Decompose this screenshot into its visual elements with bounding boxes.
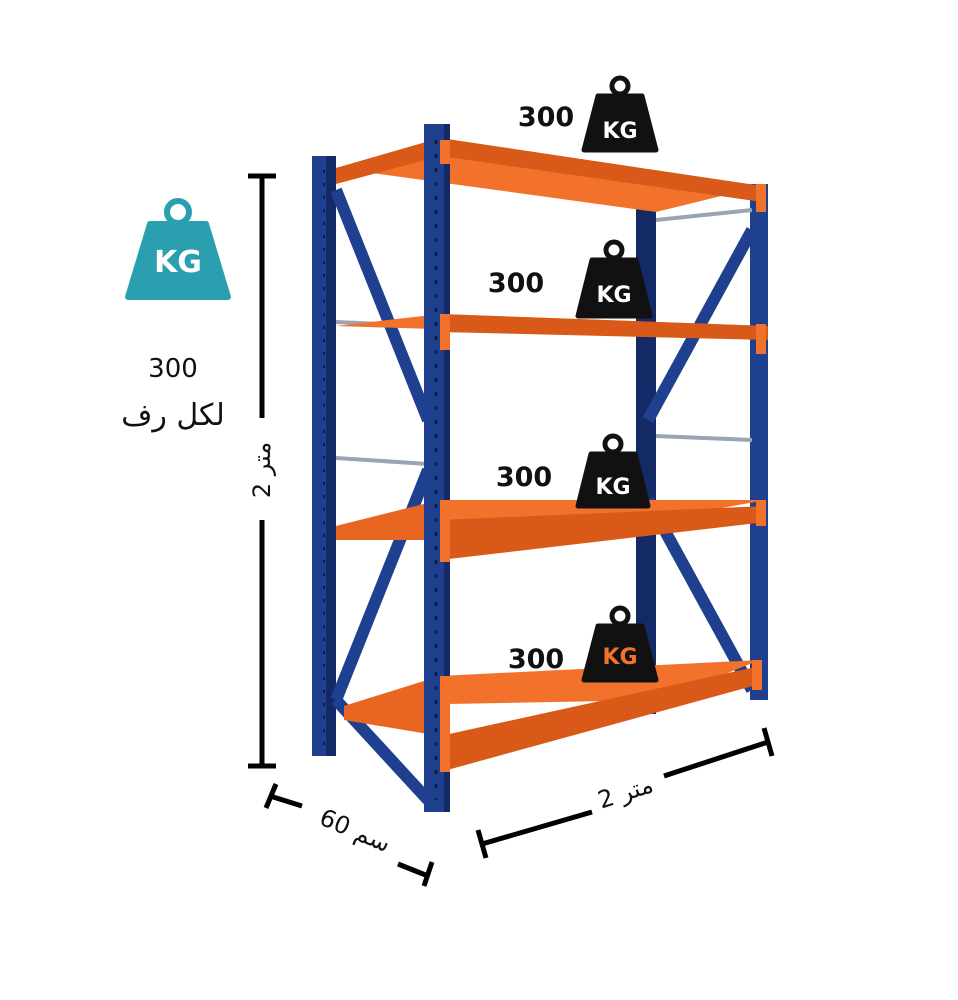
depth-label: 60 سم — [315, 803, 394, 858]
beam-brackets — [440, 140, 766, 772]
kg-icon-label: KG — [602, 645, 637, 670]
shelf-4-board — [344, 660, 760, 772]
height-dimension: 2 متر — [248, 173, 276, 769]
shelf-1-board — [336, 138, 762, 212]
kg-weight-icon: KG — [575, 239, 653, 319]
shelf-3-load-value: 300 — [496, 462, 552, 493]
shelf-3-load: 300 KG — [496, 433, 651, 509]
kg-weight-icon: KG — [125, 198, 231, 300]
shelf-3-board — [336, 500, 766, 560]
kg-icon-label: KG — [595, 475, 630, 500]
depth-dimension: 60 سم — [263, 783, 435, 887]
capacity-badge: KG 300 لكل رف — [121, 198, 231, 433]
shelf-4-load: 300 KG — [508, 605, 659, 683]
right-bracing — [642, 227, 758, 693]
capacity-caption: لكل رف — [121, 398, 225, 433]
front-left-post — [424, 124, 450, 812]
kg-weight-icon: KG — [581, 75, 659, 153]
shelf-1-load: 300 KG — [518, 75, 659, 153]
shelf-2-load-value: 300 — [488, 268, 544, 299]
capacity-value: 300 — [148, 354, 198, 384]
kg-icon-label: KG — [602, 119, 637, 144]
shelf-1-load-value: 300 — [518, 102, 574, 133]
shelf-4-load-value: 300 — [508, 644, 564, 675]
kg-weight-icon: KG — [575, 433, 651, 509]
kg-icon-label: KG — [596, 283, 631, 308]
width-label: 2 متر — [594, 770, 656, 814]
shelf-2-load: 300 KG — [488, 239, 653, 319]
height-label: 2 متر — [248, 442, 276, 498]
back-right-post — [750, 184, 768, 700]
front-left-edge — [312, 156, 326, 756]
kg-weight-icon: KG — [581, 605, 659, 683]
kg-icon-label: KG — [154, 245, 202, 280]
shelving-unit: 300 KG 300 KG 300 KG 300 — [312, 75, 768, 812]
